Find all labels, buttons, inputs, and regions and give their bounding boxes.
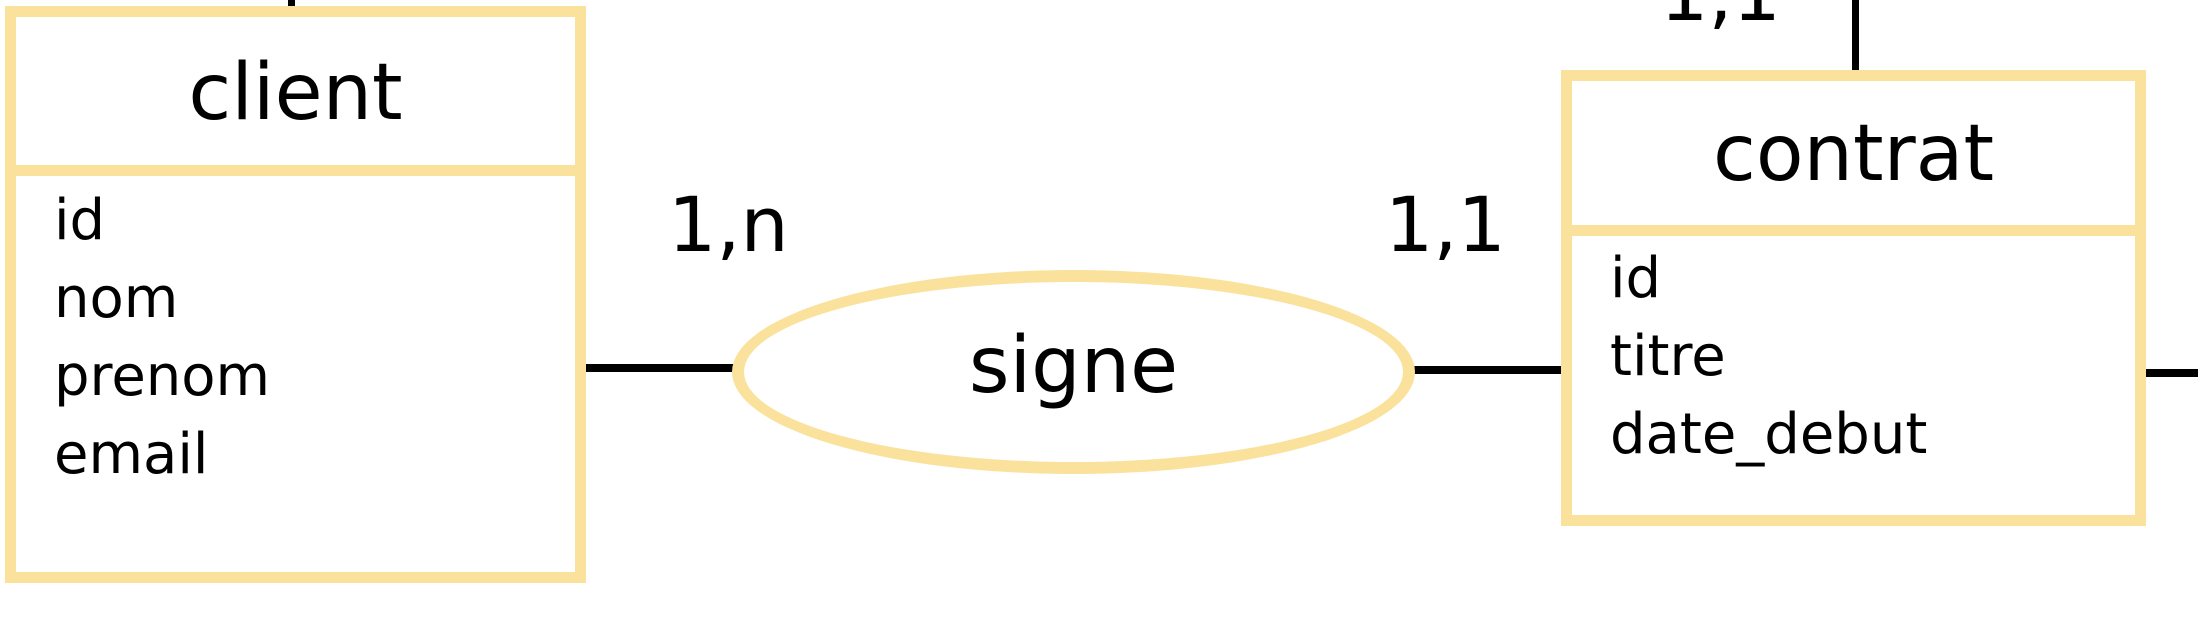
entity-client-attributes: id nom prenom email [16, 176, 575, 494]
entity-contrat-attributes: id titre date_debut [1572, 236, 2135, 474]
signe-contrat-connector [1412, 366, 1565, 374]
cardinality-contrat-top: 1,1 [1660, 0, 1781, 38]
cardinality-contrat-signe: 1,1 [1385, 180, 1506, 269]
client-signe-connector [581, 364, 735, 372]
attribute-titre: titre [1610, 324, 1726, 389]
entity-client[interactable]: client id nom prenom email [5, 6, 586, 583]
cardinality-client-signe: 1,n [668, 180, 789, 269]
contrat-top-connector [1852, 0, 1859, 74]
contrat-right-connector [2142, 369, 2198, 377]
attribute-prenom: prenom [54, 344, 271, 409]
entity-contrat[interactable]: contrat id titre date_debut [1561, 70, 2146, 526]
attribute-email: email [54, 422, 209, 487]
entity-client-title: client [16, 17, 575, 176]
attribute-id: id [1610, 246, 1662, 311]
client-top-connector [288, 0, 295, 10]
attribute-date-debut: date_debut [1610, 402, 1928, 467]
attribute-nom: nom [54, 266, 179, 331]
entity-contrat-title: contrat [1572, 81, 2135, 236]
attribute-id: id [54, 188, 106, 253]
relationship-signe[interactable]: signe [732, 270, 1415, 474]
